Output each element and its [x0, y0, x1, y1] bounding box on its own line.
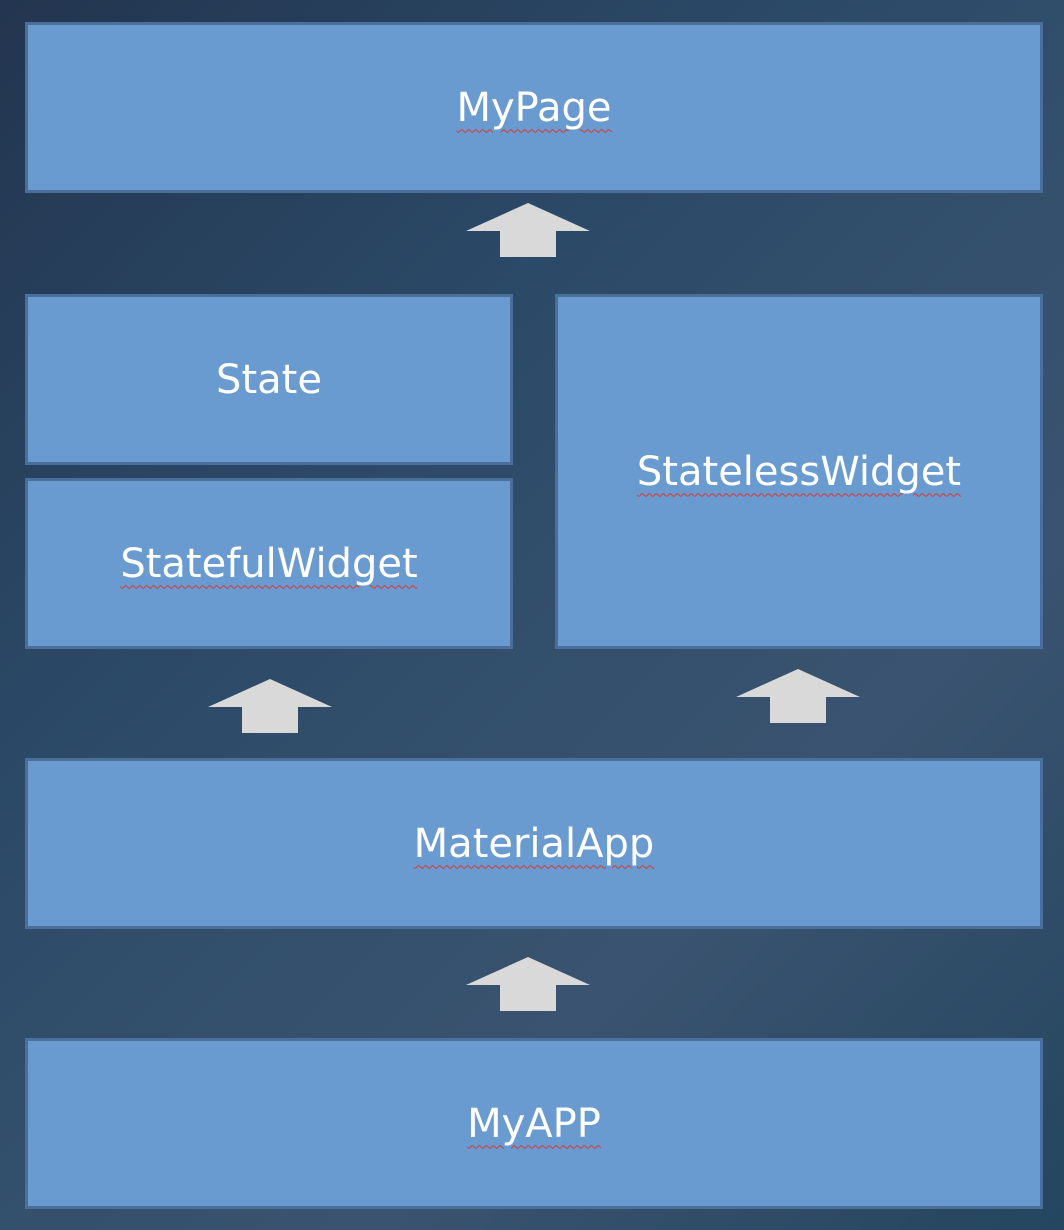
up-arrow-icon: [208, 679, 332, 733]
up-arrow-icon: [466, 203, 590, 257]
statelesswidget-box: StatelessWidget: [555, 294, 1043, 649]
statelesswidget-label: StatelessWidget: [636, 448, 962, 495]
statefulwidget-label: StatefulWidget: [120, 540, 418, 587]
mypage-box: MyPage: [25, 22, 1043, 193]
up-arrow-icon: [466, 957, 590, 1011]
state-box: State: [25, 294, 513, 465]
materialapp-label: MaterialApp: [413, 820, 655, 867]
materialapp-box: MaterialApp: [25, 758, 1043, 929]
mypage-label: MyPage: [456, 84, 612, 131]
up-arrow-icon: [736, 669, 860, 723]
statefulwidget-box: StatefulWidget: [25, 478, 513, 649]
myapp-label: MyAPP: [467, 1100, 601, 1147]
myapp-box: MyAPP: [25, 1038, 1043, 1209]
state-label: State: [216, 356, 322, 403]
